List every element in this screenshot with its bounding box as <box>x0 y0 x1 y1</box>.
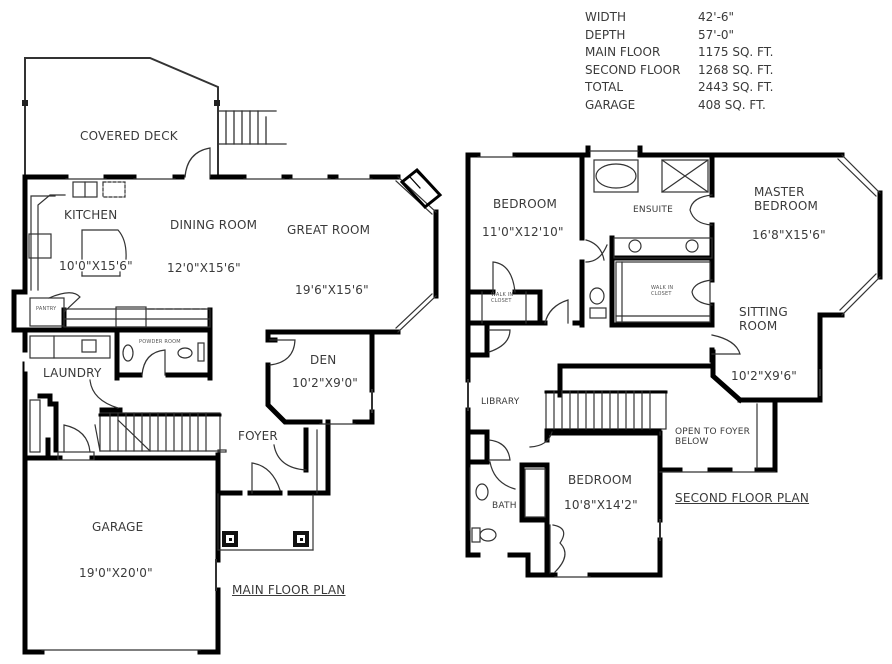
main-floor-stairs <box>94 412 222 452</box>
ensuite-label: ENSUITE <box>633 205 673 215</box>
garage-label: GARAGE <box>92 520 144 534</box>
bath-label: BATH <box>492 501 517 511</box>
dining-room-label: DINING ROOM <box>170 218 258 232</box>
walk-in-closet-2-label: WALK IN CLOSET <box>651 285 674 297</box>
second-floor-plan-title: SECOND FLOOR PLAN <box>675 491 810 505</box>
second-floor-walls <box>465 145 883 578</box>
laundry-label: LAUNDRY <box>43 366 102 380</box>
sitting-room-size: 10'2"X9'6" <box>731 369 798 383</box>
deck-stairs <box>217 110 287 145</box>
master-bedroom-size: 16'8"X15'6" <box>752 228 826 242</box>
main-floor-plan-title: MAIN FLOOR PLAN <box>232 583 346 597</box>
dining-room-size: 12'0"X15'6" <box>167 261 241 275</box>
bedroom-2-size: 10'8"X14'2" <box>564 498 638 512</box>
main-floor-walls <box>11 174 439 655</box>
kitchen-counters <box>28 181 211 328</box>
fireplace <box>399 167 443 210</box>
library-label: LIBRARY <box>481 397 520 407</box>
bedroom-2-label: BEDROOM <box>568 473 633 487</box>
den-size: 10'2"X9'0" <box>292 376 359 390</box>
ensuite-fixtures <box>469 159 776 578</box>
covered-deck-label: COVERED DECK <box>80 129 178 143</box>
covered-deck-outline <box>24 57 219 179</box>
bedroom-1-size: 11'0"X12'10" <box>482 225 564 239</box>
walk-in-closet-1-label: WALK IN CLOSET <box>491 292 514 304</box>
kitchen-size: 10'0"X15'6" <box>59 259 133 273</box>
bedroom-1-label: BEDROOM <box>493 197 558 211</box>
pantry-label: PANTRY <box>36 306 57 312</box>
den-label: DEN <box>310 353 337 367</box>
garage-size: 19'0"X20'0" <box>79 566 153 580</box>
sitting-room-label: SITTING ROOM <box>739 305 788 333</box>
foyer-label: FOYER <box>238 429 278 443</box>
great-room-label: GREAT ROOM <box>287 223 371 237</box>
great-room-size: 19'6"X15'6" <box>295 283 369 297</box>
second-floor-stairs <box>544 390 668 432</box>
open-to-foyer-label: OPEN TO FOYER BELOW <box>675 427 751 448</box>
kitchen-label: KITCHEN <box>64 208 118 222</box>
powder-room-label: POWDER ROOM <box>139 339 181 345</box>
master-bedroom-label: MASTER BEDROOM <box>754 185 819 213</box>
